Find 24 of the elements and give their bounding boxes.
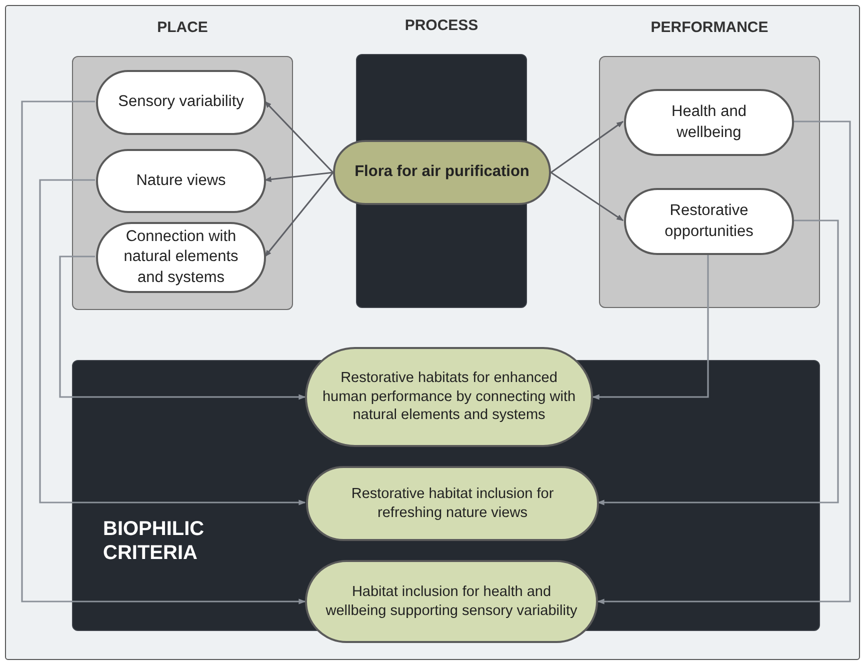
rounded-node: Restorative opportunities xyxy=(624,188,794,255)
rounded-node: Restorative habitats for enhanced human performance by connecting with natural elements and systems xyxy=(305,347,593,447)
arrow xyxy=(21,100,306,604)
rounded-node: Health and wellbeing xyxy=(624,89,794,156)
rounded-node: Flora for air purification xyxy=(333,140,551,205)
rounded-node: Sensory variability xyxy=(96,70,266,135)
arrow xyxy=(550,120,624,174)
arrow xyxy=(592,254,709,400)
rounded-node: Nature views xyxy=(96,149,266,213)
arrow xyxy=(264,172,334,182)
panel-heading: PERFORMANCE xyxy=(650,19,770,36)
rounded-node: Restorative habitat inclusion for refreshing nature views xyxy=(306,466,599,541)
panel-heading: PLACE xyxy=(156,19,209,36)
arrow xyxy=(264,172,334,258)
arrow xyxy=(597,120,851,604)
rounded-node: Habitat inclusion for health and wellbeing supporting sensory variability xyxy=(305,560,598,643)
panel-heading: PROCESS xyxy=(404,17,480,34)
arrow xyxy=(264,100,334,174)
arrow xyxy=(597,220,839,506)
arrow xyxy=(59,256,306,400)
panel-heading: BIOPHILIC CRITERIA xyxy=(103,517,206,565)
arrow xyxy=(39,179,306,506)
arrow xyxy=(550,172,624,222)
rounded-node: Connection with natural elements and systems xyxy=(96,222,266,293)
